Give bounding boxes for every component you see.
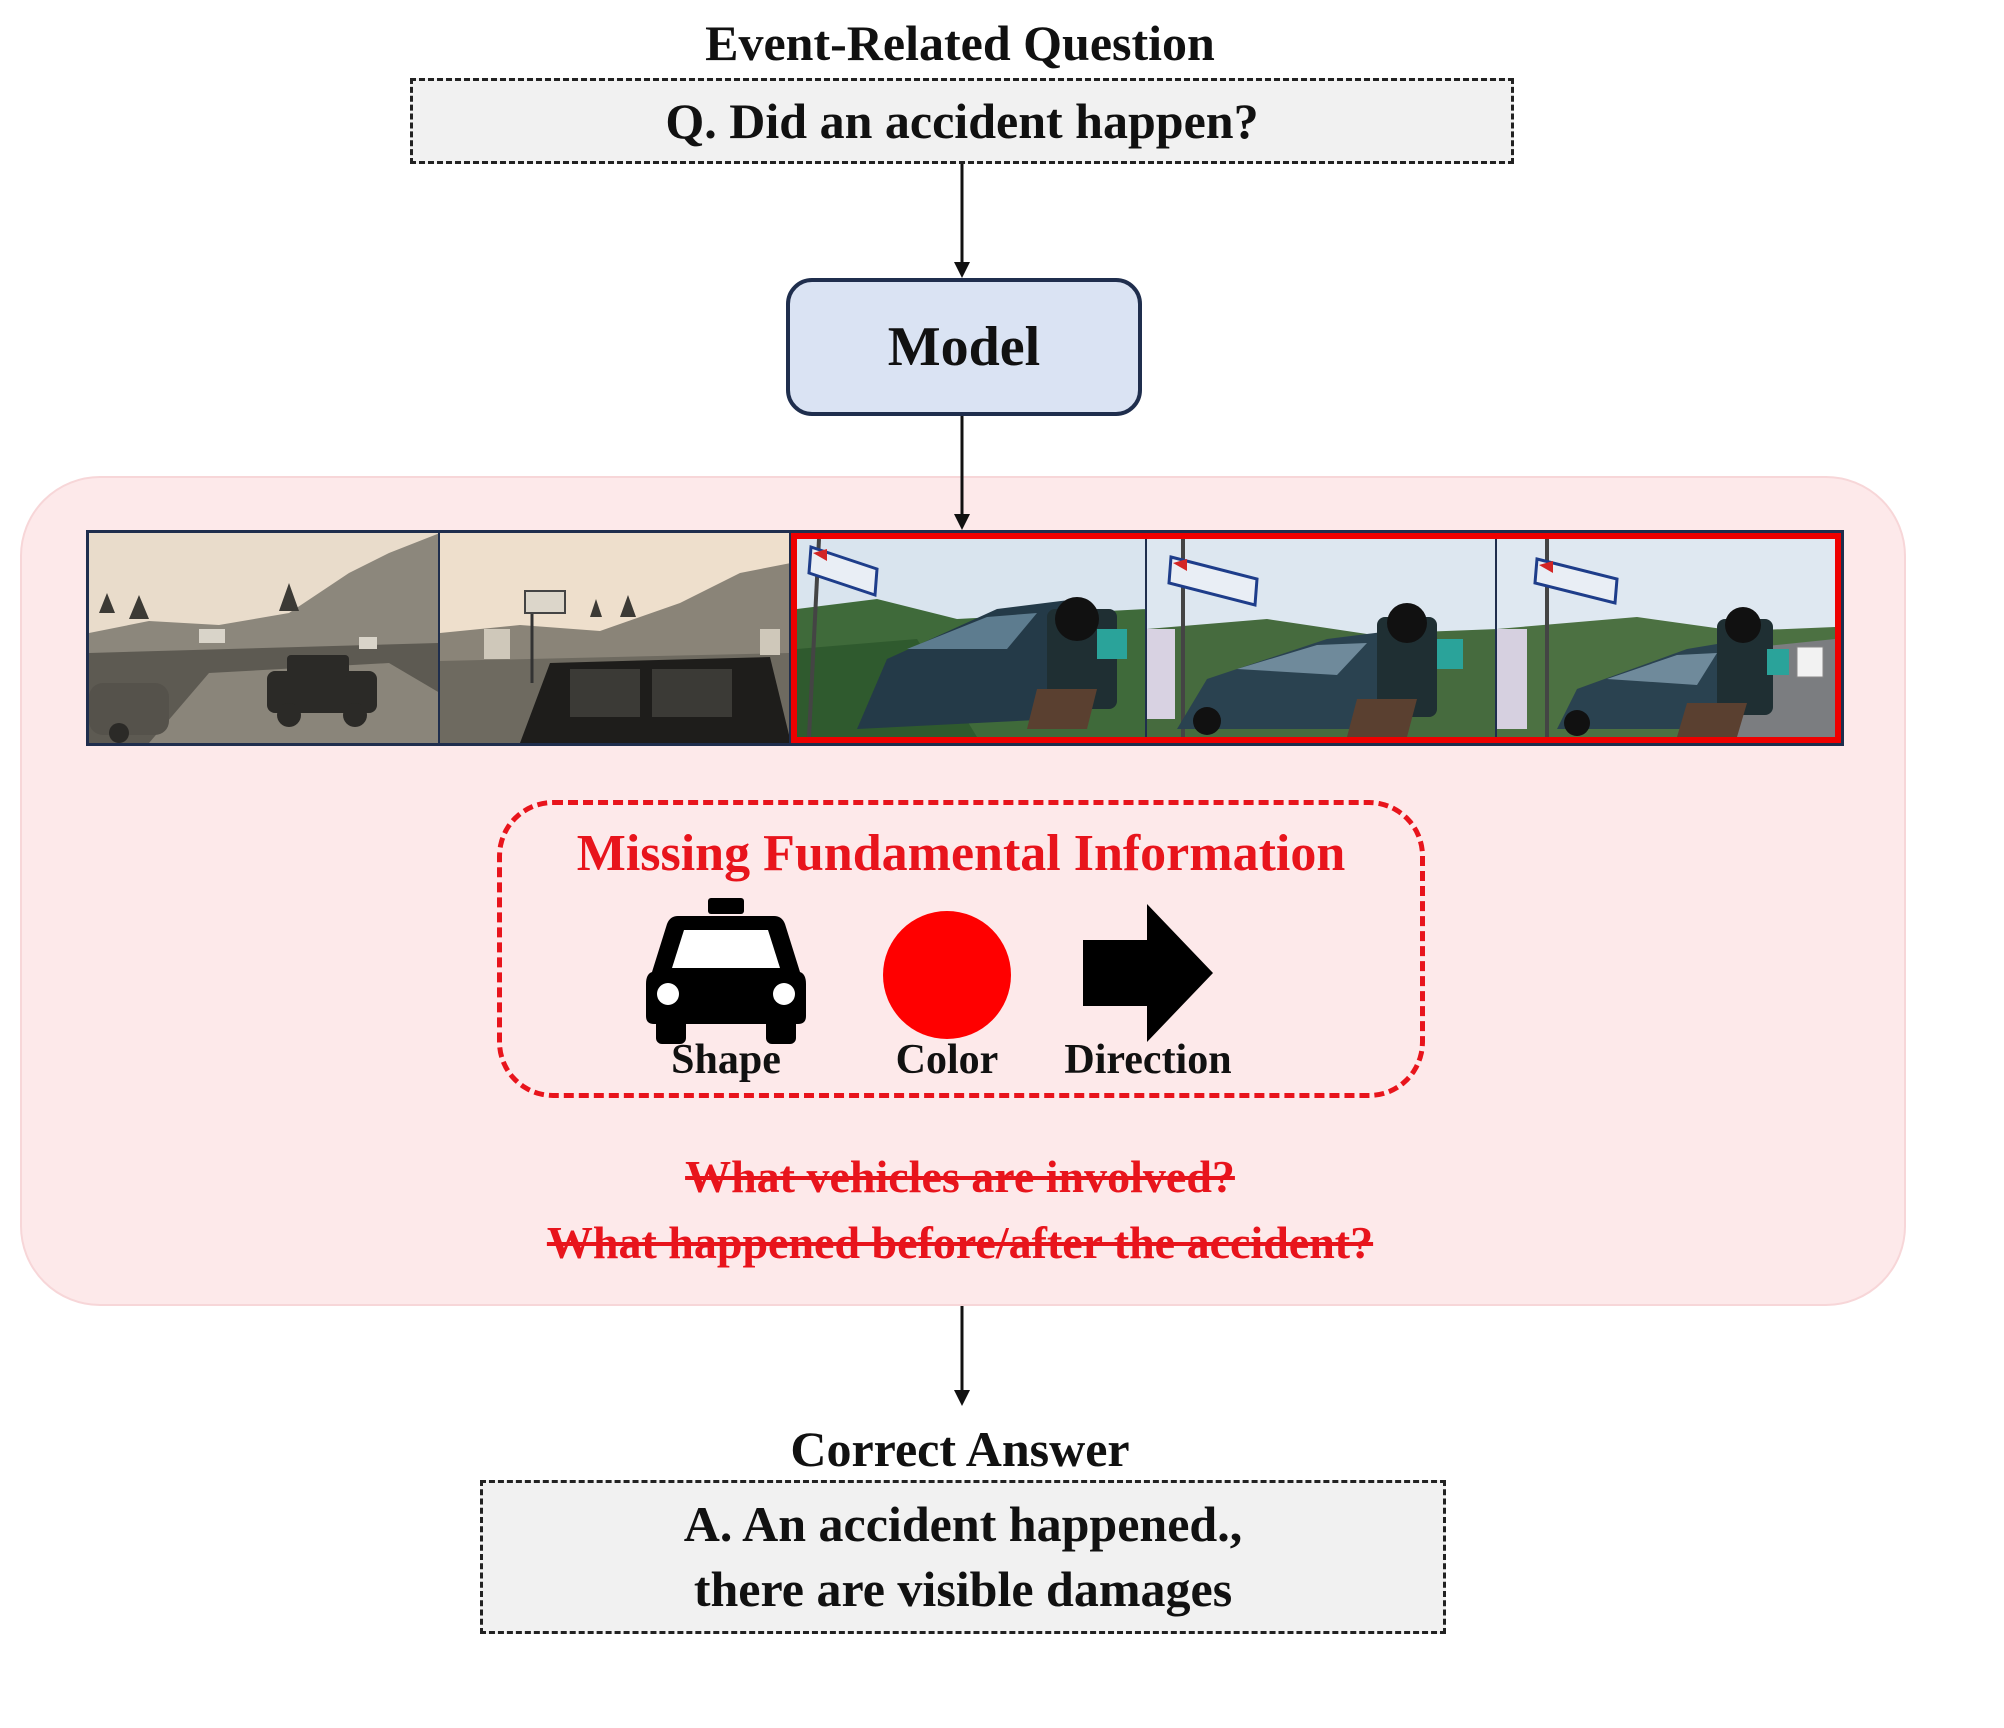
answer-line-1: A. An accident happened., xyxy=(683,1496,1243,1552)
video-frames-strip xyxy=(86,530,1844,746)
arrow-panel-to-answer xyxy=(954,1306,970,1406)
video-frame-3 xyxy=(797,539,1147,737)
answer-box: A. An accident happened., there are visi… xyxy=(480,1480,1446,1634)
red-circle-icon xyxy=(883,911,1011,1039)
car-silhouette xyxy=(267,655,377,727)
model-box: Model xyxy=(786,278,1142,416)
car-silhouette xyxy=(520,657,789,743)
answer-section-title: Correct Answer xyxy=(790,1421,1130,1477)
arrow-question-to-model xyxy=(954,164,970,278)
struck-question-1: What vehicles are involved? xyxy=(685,1151,1235,1202)
question-box: Q. Did an accident happen? xyxy=(410,78,1514,164)
question-section-title: Event-Related Question xyxy=(705,15,1215,71)
video-frame-1 xyxy=(89,533,440,743)
car-icon xyxy=(646,898,806,1044)
model-label: Model xyxy=(887,316,1041,378)
question-text: Q. Did an accident happen? xyxy=(665,92,1259,149)
video-frame-2 xyxy=(440,533,791,743)
direction-label: Direction xyxy=(1064,1037,1232,1083)
video-frame-4 xyxy=(1147,539,1497,737)
arrow-model-to-frames xyxy=(954,416,970,530)
missing-info-title: Missing Fundamental Information xyxy=(576,825,1346,882)
struck-question-2: What happened before/after the accident? xyxy=(546,1217,1374,1268)
crashed-car xyxy=(857,597,1127,729)
crashed-car xyxy=(1557,607,1789,737)
video-frame-5 xyxy=(1497,539,1835,737)
shape-label: Shape xyxy=(671,1037,781,1083)
missing-info-box xyxy=(497,800,1425,1098)
crashed-car xyxy=(1177,603,1463,737)
color-label: Color xyxy=(895,1037,999,1083)
answer-line-2: there are visible damages xyxy=(693,1561,1233,1617)
highlighted-frames xyxy=(791,533,1841,743)
right-arrow-icon xyxy=(1083,904,1213,1042)
